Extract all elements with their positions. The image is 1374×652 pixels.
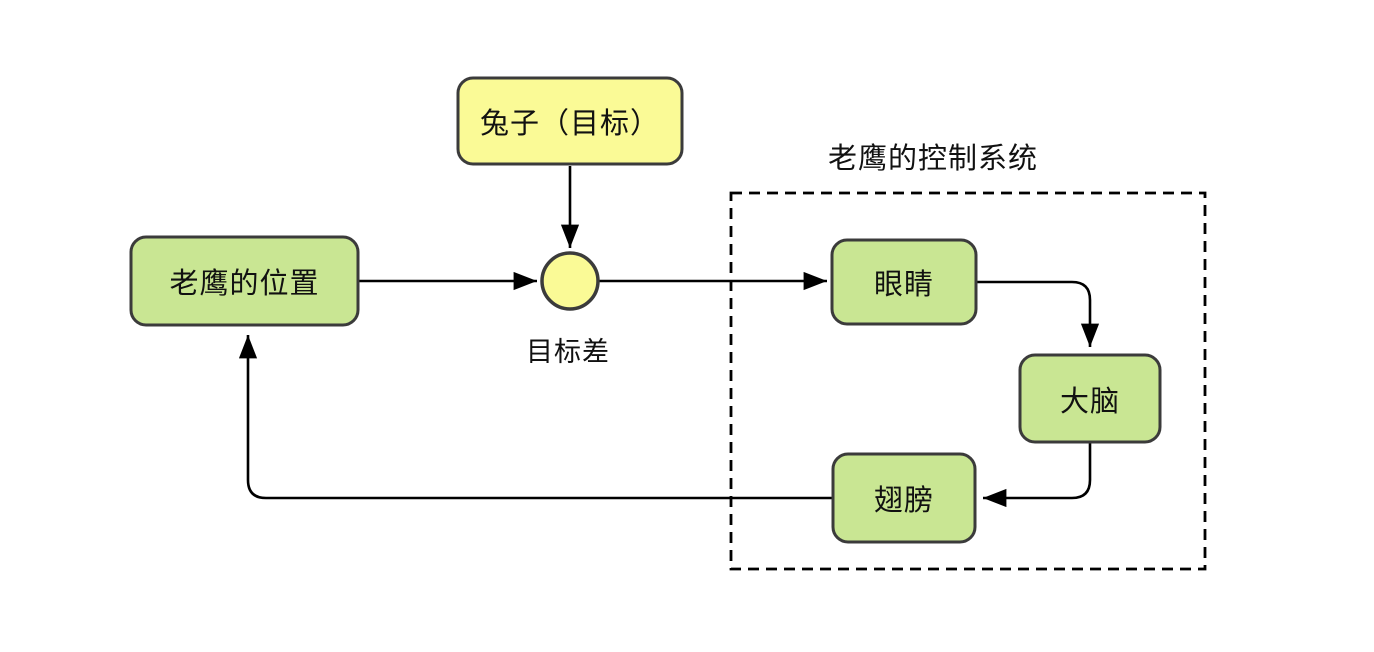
connector-eyes-to-brain <box>976 280 1100 347</box>
wings-node <box>831 452 977 544</box>
eagle-position-node <box>129 235 360 327</box>
connector-brain-to-wings <box>983 442 1092 508</box>
summing-junction-circle <box>540 251 600 311</box>
brain-node <box>1018 353 1162 444</box>
connector-wings-to-eagle <box>238 335 833 500</box>
rabbit-node <box>456 76 684 166</box>
eyes-node <box>830 238 978 326</box>
control-system-boundary <box>729 191 1207 571</box>
